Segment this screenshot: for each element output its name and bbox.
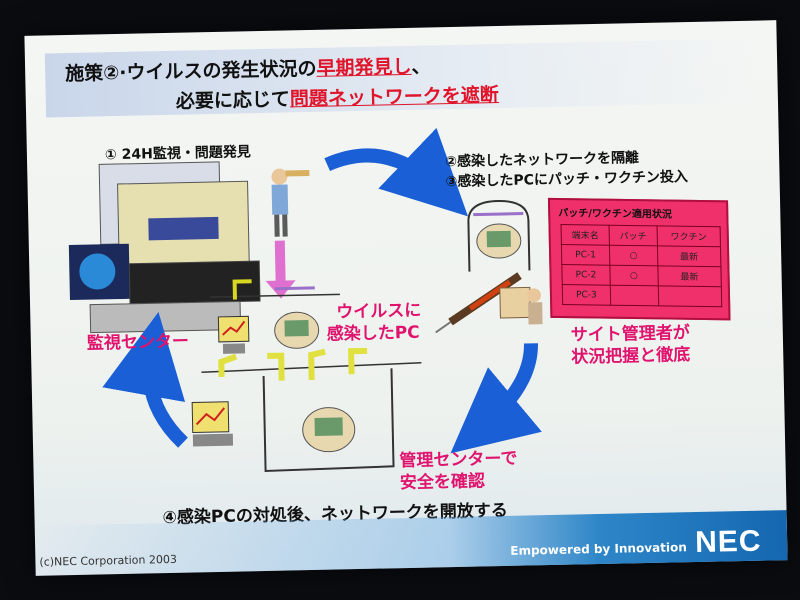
yellow-arrow-top: [232, 279, 252, 300]
pc-icon-monitor: [217, 315, 250, 354]
cycle-arrow-right: [450, 343, 542, 454]
cycle-arrow-top: [324, 127, 469, 217]
table-cell: ○: [609, 245, 658, 266]
table-cell: [658, 285, 722, 307]
table-cell: [610, 285, 659, 306]
network-line-top: [209, 293, 340, 298]
pc-icon-bottom: [191, 401, 234, 447]
patch-table-title: パッチ/ワクチン適用状況: [558, 208, 673, 221]
table-cell: PC-1: [561, 244, 610, 266]
bottom-enclosure: [262, 368, 395, 473]
virus-label-line2: 感染したPC: [326, 322, 420, 345]
step1-label: ① 24H監視・問題発見: [104, 144, 252, 164]
infected-pc-icon: [274, 311, 320, 349]
table-header-cell: パッチ: [608, 225, 658, 246]
table-cell: 最新: [657, 265, 722, 287]
cycle-illustration: [68, 127, 543, 473]
table-cell: PC-3: [562, 284, 611, 306]
table-cell: 最新: [657, 245, 721, 267]
site-admin-label-line2: 状況把握と徹底: [571, 345, 691, 368]
presentation-slide: 施策②·ウイルスの発生状況の早期発見し、 必要に応じて問題ネットワークを遮断: [24, 20, 788, 576]
recovered-pc-icon: [302, 407, 356, 453]
syringe-icon: [435, 272, 522, 334]
patch-table-grid: 端末名 パッチ ワクチン PC-1 ○ 最新 PC-2 ○ 最新 PC-3: [560, 224, 722, 307]
yellow-arrows-bottom: [218, 347, 368, 381]
nec-logo: NEC: [694, 524, 762, 559]
table-cell: ○: [609, 265, 659, 286]
patch-status-table: パッチ/ワクチン適用状況 端末名 パッチ ワクチン PC-1 ○ 最新 PC-2…: [547, 197, 731, 321]
table-header-cell: ワクチン: [656, 225, 721, 247]
page-number: 30: [757, 564, 774, 576]
table-header-row: 端末名 パッチ ワクチン: [560, 224, 721, 247]
table-row: PC-3: [562, 284, 722, 307]
table-header-cell: 端末名: [560, 224, 610, 246]
mgmt-label-line2: 安全を確認: [399, 471, 486, 494]
watcher-person-icon: [271, 168, 310, 237]
cycle-arrow-left: [102, 311, 188, 448]
table-row: PC-2 ○ 最新: [561, 264, 722, 287]
site-admin-icon: [499, 286, 543, 325]
table-cell: PC-2: [561, 264, 611, 286]
purple-arrow-top: [274, 286, 315, 291]
pink-down-arrow: [265, 240, 296, 299]
isolated-network-icon: [467, 200, 531, 272]
table-row: PC-1 ○ 最新: [561, 244, 721, 267]
monitoring-screens-icon: [68, 161, 261, 334]
monitor-center-label: 監視センター: [86, 331, 190, 354]
